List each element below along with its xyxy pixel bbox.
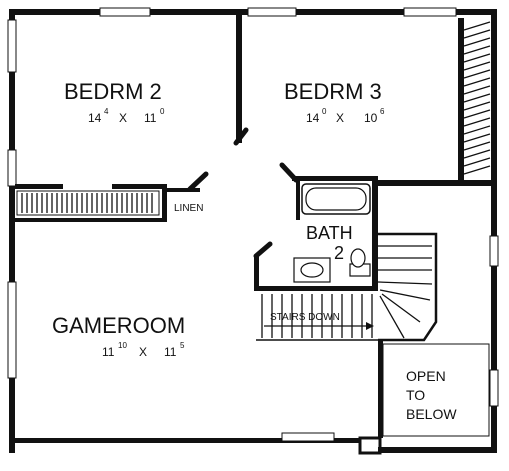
stairs-down-label: STAIRS DOWN — [270, 312, 340, 323]
gameroom-depth-ft: 11 — [164, 345, 177, 359]
gameroom-sep: X — [139, 345, 147, 359]
gameroom-width-in: 10 — [118, 341, 127, 350]
bedroom2-closet — [16, 190, 160, 216]
bedroom3-depth-ft: 10 — [364, 111, 378, 125]
windows — [7, 7, 499, 442]
gameroom-name: GAMEROOM — [52, 313, 185, 338]
stair-arrow-icon — [264, 322, 374, 330]
sink-icon — [293, 257, 331, 283]
bedroom3-width-in: 0 — [322, 107, 327, 116]
bedroom3-sep: X — [336, 111, 344, 125]
bath-number: 2 — [334, 243, 344, 263]
open-to-below-line3: BELOW — [406, 406, 457, 422]
bathtub-icon — [301, 183, 371, 215]
bedroom2-width-in: 4 — [104, 107, 109, 116]
bedroom3-dimensions: 14 0 X 10 6 — [306, 107, 385, 125]
bedroom3-depth-in: 6 — [380, 107, 385, 116]
bedroom3-name: BEDRM 3 — [284, 79, 382, 104]
bedroom2-dimensions: 14 4 X 11 0 — [88, 107, 165, 125]
bedroom2-name: BEDRM 2 — [64, 79, 162, 104]
bath-name: BATH — [306, 223, 353, 243]
door-swing-icon — [187, 127, 299, 259]
bedroom3-closet — [458, 18, 491, 182]
staircase — [256, 232, 438, 342]
bedroom2-sep: X — [119, 111, 127, 125]
toilet-icon — [349, 248, 371, 277]
bedroom2-width-ft: 14 — [88, 111, 102, 125]
bedroom2-depth-ft: 11 — [144, 111, 157, 125]
open-to-below-line1: OPEN — [406, 368, 446, 384]
open-to-below-line2: TO — [406, 387, 425, 403]
linen-label: LINEN — [174, 203, 203, 214]
interior-walls — [15, 15, 497, 438]
bedroom3-width-ft: 14 — [306, 111, 320, 125]
open-to-below-area — [382, 343, 490, 437]
gameroom-depth-in: 5 — [180, 341, 185, 350]
gameroom-width-ft: 11 — [102, 345, 115, 359]
bedroom2-depth-in: 0 — [160, 107, 165, 116]
gameroom-dimensions: 11 10 X 11 5 — [102, 341, 185, 359]
